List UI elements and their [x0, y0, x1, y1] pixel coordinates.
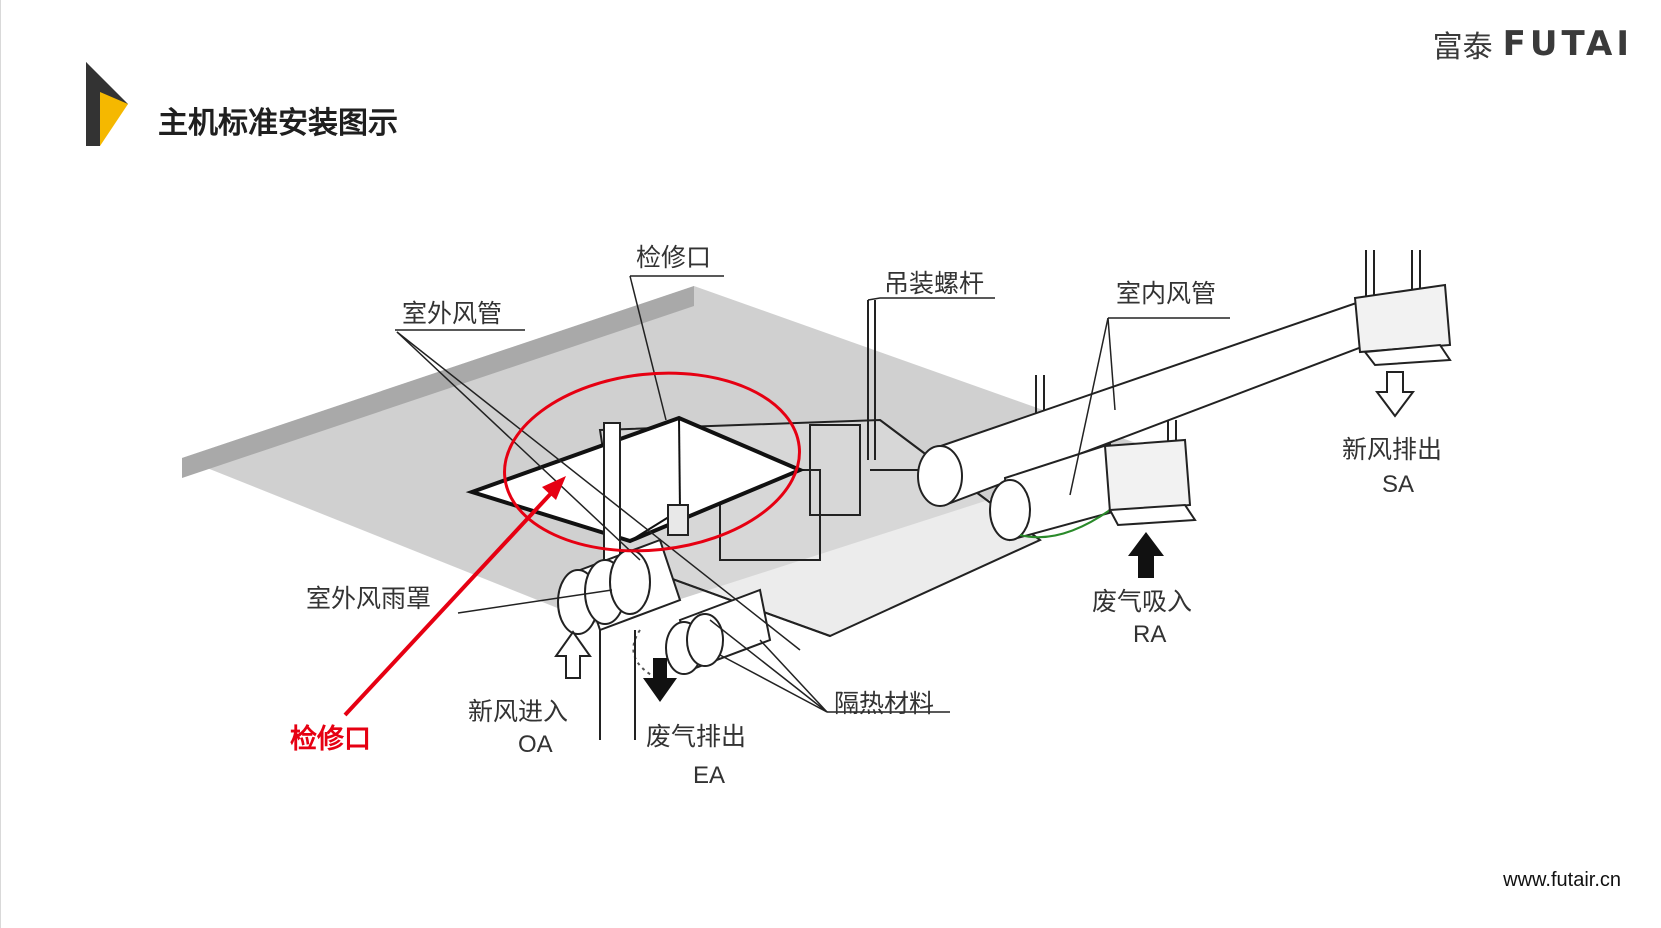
outdoor-duct-lines: [599, 630, 636, 740]
label-fresh-out: 新风排出: [1342, 435, 1442, 464]
arrow-exhaust-in-icon: [1128, 532, 1164, 578]
label-exhaust-in-en: RA: [1133, 621, 1166, 648]
label-indoor-duct: 室内风管: [1116, 279, 1216, 308]
arrow-fresh-in-icon: [554, 630, 592, 679]
access-highlight: [343, 371, 801, 717]
label-access-top: 检修口: [636, 243, 711, 272]
arrow-exhaust-out-icon: [643, 658, 677, 702]
label-fresh-in-en: OA: [518, 731, 553, 758]
page-border: [0, 0, 1, 928]
label-outdoor-duct: 室外风管: [402, 299, 502, 328]
brand-en: FUTAI: [1502, 24, 1633, 64]
label-exhaust-in: 废气吸入: [1092, 587, 1192, 616]
brand-cn: 富泰: [1432, 30, 1493, 65]
website-url: www.futair.cn: [1503, 869, 1621, 891]
section-marker-icon: [86, 62, 128, 146]
brand-logo: 富泰 FUTAI: [1433, 22, 1633, 66]
indoor-supply-duct: [917, 283, 1452, 507]
label-hanger-rod: 吊装螺杆: [884, 269, 984, 298]
label-access-highlight: 检修口: [290, 723, 371, 755]
label-insulation: 隔热材料: [834, 689, 934, 718]
label-fresh-in: 新风进入: [468, 697, 568, 726]
arrow-fresh-out-icon: [1375, 371, 1415, 418]
label-rain-hood: 室外风雨罩: [306, 584, 431, 613]
label-exhaust-out: 废气排出: [646, 722, 746, 751]
label-exhaust-out-en: EA: [693, 762, 725, 789]
indoor-return-duct: [989, 438, 1197, 542]
leader-lines: [395, 275, 1230, 713]
label-fresh-out-en: SA: [1382, 471, 1414, 498]
outdoor-ducts: [557, 538, 772, 681]
page-title: 主机标准安装图示: [158, 106, 398, 141]
